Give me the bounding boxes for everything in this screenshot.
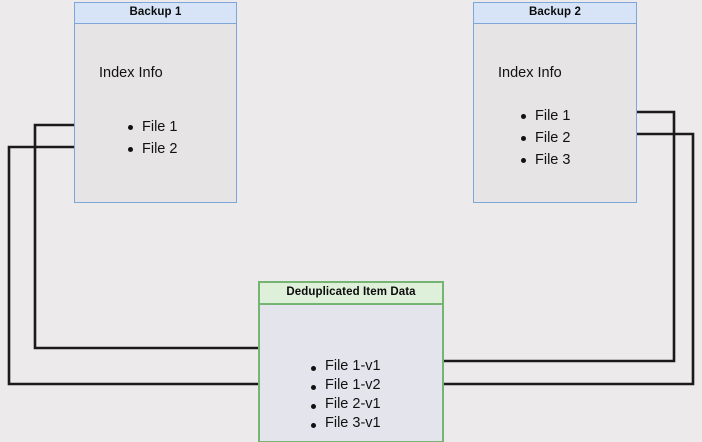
backup-1-body: Index Info File 1 File 2 <box>75 24 236 202</box>
list-item: File 1 <box>518 105 570 127</box>
backup-2-title: Backup 2 <box>474 3 636 24</box>
backup-2-body: Index Info File 1 File 2 File 3 <box>474 24 636 202</box>
list-item: File 2 <box>518 127 570 149</box>
backup-1-title: Backup 1 <box>75 3 236 24</box>
dedup-store-box: Deduplicated Item Data File 1-v1 File 1-… <box>258 281 444 442</box>
list-item: File 1-v1 <box>308 357 381 376</box>
dedup-store-title: Deduplicated Item Data <box>260 283 442 305</box>
backup-2-box: Backup 2 Index Info File 1 File 2 File 3 <box>473 2 637 203</box>
backup-1-file-list: File 1 File 2 <box>125 116 177 160</box>
list-item: File 3 <box>518 149 570 171</box>
list-item: File 3-v1 <box>308 414 381 433</box>
dedup-store-item-list: File 1-v1 File 1-v2 File 2-v1 File 3-v1 <box>308 357 381 433</box>
backup-2-file-list: File 1 File 2 File 3 <box>518 105 570 171</box>
dedup-store-body: File 1-v1 File 1-v2 File 2-v1 File 3-v1 <box>260 305 442 441</box>
backup-1-index-label: Index Info <box>99 65 163 81</box>
backup-1-box: Backup 1 Index Info File 1 File 2 <box>74 2 237 203</box>
list-item: File 2-v1 <box>308 395 381 414</box>
list-item: File 1 <box>125 116 177 138</box>
backup-2-index-label: Index Info <box>498 65 562 81</box>
list-item: File 2 <box>125 138 177 160</box>
list-item: File 1-v2 <box>308 376 381 395</box>
